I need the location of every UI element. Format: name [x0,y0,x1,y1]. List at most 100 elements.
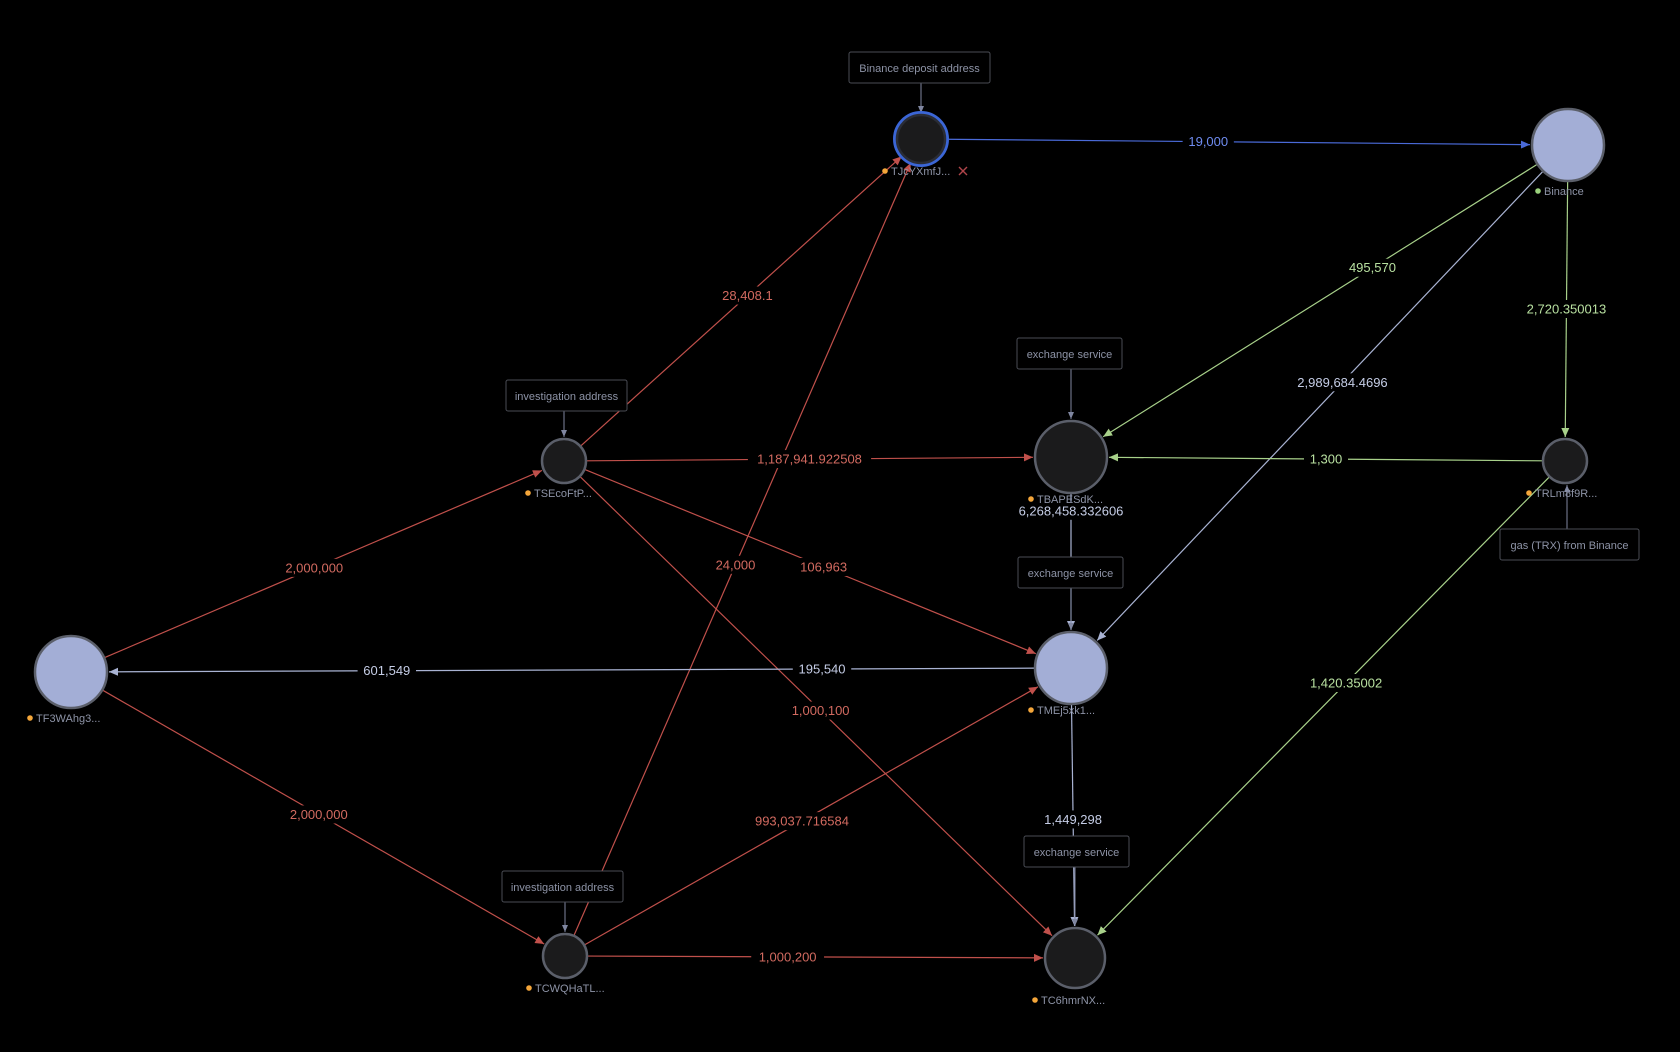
edge-binance-to-tme[interactable]: 2,989,684.4696 [1096,170,1544,641]
node-trl[interactable]: TRLm8f9R... [1526,437,1597,500]
edge-label-bg [1303,450,1348,469]
edge-label-bg [277,558,351,577]
edge-label-bg [747,812,857,831]
edge-tse-to-tjc[interactable]: 28,408.1 [579,155,903,447]
node-address-label: TSEcoFtP... [534,488,592,500]
node-address-label: TRLm8f9R... [1535,488,1597,500]
tag-box[interactable] [501,870,624,903]
edge-amount-label: 495,570 [1349,260,1396,275]
edge-line[interactable] [944,138,1531,149]
node-tag-tcw[interactable]: investigation address [501,870,624,932]
tag-text: investigation address [511,882,615,894]
node-tag-tbap[interactable]: exchange service [1016,337,1123,419]
node-circle[interactable] [1033,419,1109,495]
edge-line[interactable] [1097,476,1550,936]
edge-trl-to-tc6[interactable]: 1,420.35002 [1097,476,1550,936]
node-tag-tme[interactable]: exchange service [1017,556,1124,630]
edge-tcw-to-tme[interactable]: 993,037.716584 [583,686,1039,946]
tag-box[interactable] [1023,835,1130,868]
tag-box[interactable] [848,51,991,84]
edge-label-bg [794,558,853,577]
node-address-label: Binance [1544,186,1584,198]
tag-box[interactable] [1017,556,1124,589]
close-icon[interactable] [958,166,968,176]
edge-line[interactable] [573,162,912,937]
edge-line[interactable] [108,667,1036,676]
edge-amount-label: 2,989,684.4696 [1297,375,1387,390]
node-circle[interactable] [33,634,109,710]
edge-trl-to-tbap[interactable]: 1,300 [1108,450,1544,469]
node-tc6[interactable]: TC6hmrNX... [1032,926,1107,1007]
node-tse[interactable]: TSEcoFtP... [525,437,592,500]
edge-amount-label: 1,449,298 [1044,812,1102,827]
edge-tse-to-tc6[interactable]: 1,000,100 [579,475,1053,937]
node-tcw[interactable]: TCWQHaTL... [526,932,605,995]
edge-amount-label: 24,000 [716,557,756,572]
edge-tcw-to-tjc[interactable]: 24,000 [573,162,912,937]
edge-label-bg [709,555,762,574]
node-circle[interactable] [1541,437,1589,485]
edge-amount-label: 601,549 [363,663,410,678]
edge-tse-to-tme[interactable]: 106,963 [584,468,1037,655]
edge-label-bg [751,947,825,966]
edge-tcw-to-tc6[interactable]: 1,000,200 [586,947,1044,966]
tag-text: exchange service [1027,349,1113,361]
node-circle[interactable] [1530,107,1606,183]
edge-tjc-to-binance[interactable]: 19,000 [944,132,1531,151]
edge-amount-label: 6,268,458.332606 [1019,503,1124,518]
node-circle[interactable] [540,437,588,485]
node-binance[interactable]: Binance [1530,107,1606,198]
tag-text: Binance deposit address [859,63,980,75]
edge-amount-label: 2,000,000 [290,807,348,822]
edge-amount-label: 1,300 [1310,452,1343,467]
tag-box[interactable] [505,379,628,412]
edge-tf3-to-tse[interactable]: 2,000,000 [103,469,543,659]
node-circle[interactable] [895,113,947,165]
node-status-dot [1526,490,1532,496]
node-tag-tse[interactable]: investigation address [505,379,628,437]
edge-line[interactable] [1102,163,1538,438]
node-tag-tjc[interactable]: Binance deposit address [848,51,991,113]
node-address-label: TJcYXmfJ... [891,166,950,178]
node-status-dot [1032,997,1038,1003]
edge-binance-to-tbap[interactable]: 495,570 [1102,163,1538,438]
edges-layer: 19,000 28,408.1 24,000 495,570 2,720.350013 2… [101,132,1614,966]
node-status-dot [1028,707,1034,713]
node-circle[interactable] [541,932,589,980]
edge-label-bg [1519,299,1614,318]
node-tag-trl[interactable]: gas (TRX) from Binance [1499,485,1640,561]
edge-tme-to-tc6[interactable]: 1,449,298 [1036,703,1110,927]
node-status-dot [1535,188,1541,194]
tag-text: gas (TRX) from Binance [1511,540,1629,552]
edge-tse-to-tbap[interactable]: 1,187,941.922508 [585,450,1034,469]
node-circle[interactable] [1043,926,1107,990]
node-address-label: TMEj5xk1... [1037,705,1095,717]
close-icon-stroke [958,166,968,176]
node-address-label: TC6hmrNX... [1041,995,1105,1007]
edge-line[interactable] [1096,170,1544,641]
node-tag-tc6[interactable]: exchange service [1023,835,1130,926]
node-tf3[interactable]: TF3WAhg3... [27,634,109,725]
edge-amount-label: 19,000 [1188,134,1228,149]
edge-tf3-to-tcw[interactable]: 2,000,000 [101,689,545,945]
edge-label-bg [714,286,781,305]
edge-label-bg [792,659,852,678]
node-circle[interactable] [1033,630,1109,706]
edge-amount-label: 1,000,200 [759,949,817,964]
node-status-dot [27,715,33,721]
node-status-dot [525,490,531,496]
tag-box[interactable] [1016,337,1123,370]
tag-box[interactable] [1499,528,1640,561]
node-tme[interactable]: TMEj5xk1... [1028,630,1109,717]
edge-amount-label: 1,187,941.922508 [757,452,862,467]
node-status-dot [882,168,888,174]
node-tjc[interactable]: TJcYXmfJ... [882,111,968,178]
node-tbap[interactable]: TBAPESdK... [1028,419,1109,506]
edge-label-bg [747,450,872,469]
tag-text: investigation address [515,391,619,403]
edge-binance-to-trl[interactable]: 2,720.350013 [1519,180,1614,438]
tag-text: exchange service [1028,568,1114,580]
